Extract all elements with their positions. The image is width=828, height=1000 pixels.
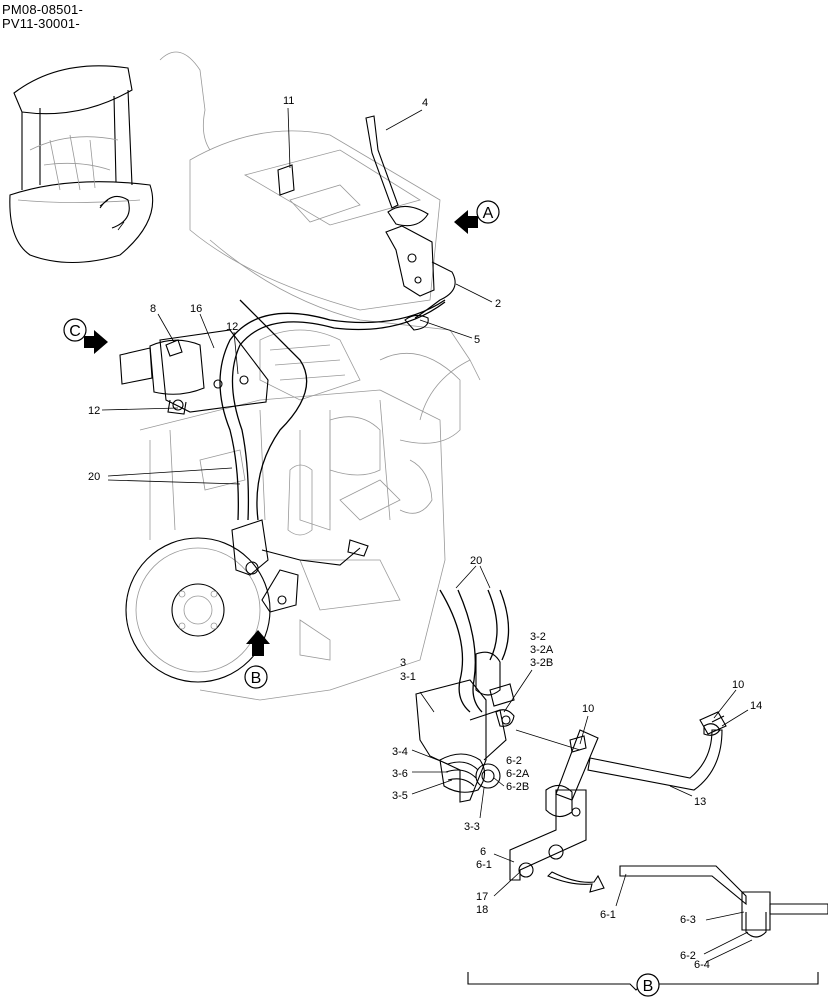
callout-12-top: 12 <box>226 321 238 333</box>
callout-16: 16 <box>190 303 202 315</box>
engine-illustration <box>125 329 461 701</box>
callout-3-2: 3-2 <box>530 631 546 643</box>
view-label-b: B <box>244 665 268 689</box>
callout-3-4: 3-4 <box>392 746 408 758</box>
callout-3-1: 3-1 <box>400 671 416 683</box>
svg-text:B: B <box>251 670 262 687</box>
callout-3-3: 3-3 <box>464 821 480 833</box>
view-arrow-c <box>84 330 108 354</box>
callout-13: 13 <box>694 796 706 808</box>
detail-b-subview-illustration <box>547 865 828 938</box>
callout-6-4: 6-4 <box>694 959 710 971</box>
leader-lines <box>101 107 753 963</box>
view-label-c: C <box>63 318 87 342</box>
callout-8: 8 <box>150 303 156 315</box>
callout-5: 5 <box>474 334 480 346</box>
callout-3-5: 3-5 <box>392 790 408 802</box>
callout-3-2A: 3-2A <box>530 644 554 656</box>
svg-text:B: B <box>643 978 654 995</box>
governor-linkage-illustration <box>231 519 369 613</box>
callout-12-left: 12 <box>88 405 100 417</box>
callout-6-2-detail: 6-2 <box>680 950 696 962</box>
solenoid-illustration <box>119 329 269 415</box>
detail-b-mechanism-illustration <box>415 589 727 881</box>
callout-17: 17 <box>476 891 488 903</box>
model-serial-range-1: PM08-08501- <box>2 2 83 17</box>
callout-4: 4 <box>422 97 428 109</box>
callout-6-2A: 6-2A <box>506 768 530 780</box>
callout-6-3: 6-3 <box>680 914 696 926</box>
callout-20-detail: 20 <box>470 555 482 567</box>
callout-11: 11 <box>283 95 294 107</box>
callout-3-2B: 3-2B <box>530 657 553 669</box>
view-label-b-detail: B <box>636 973 660 997</box>
svg-text:A: A <box>483 205 494 222</box>
callout-6: 6 <box>480 846 486 858</box>
view-arrow-a <box>454 210 478 234</box>
callout-10-b: 10 <box>732 679 744 691</box>
callout-14: 14 <box>750 700 762 712</box>
throttle-lever-illustration <box>365 115 456 319</box>
callout-3-6: 3-6 <box>392 768 408 780</box>
callout-6-2: 6-2 <box>506 755 522 767</box>
view-label-a: A <box>476 200 500 224</box>
callout-10-a: 10 <box>582 703 594 715</box>
callout-18: 18 <box>476 904 488 916</box>
svg-text:C: C <box>69 323 81 340</box>
model-serial-range-2: PV11-30001- <box>2 16 80 31</box>
control-console-illustration <box>159 51 481 421</box>
detail-b-brace <box>467 972 819 991</box>
callout-6-2B: 6-2B <box>506 781 529 793</box>
callout-6-1-detail: 6-1 <box>600 909 616 921</box>
callout-6-1: 6-1 <box>476 859 492 871</box>
throttle-cables-illustration <box>219 299 446 521</box>
callout-3: 3 <box>400 657 406 669</box>
view-arrow-b <box>246 630 270 656</box>
callout-2: 2 <box>495 298 501 310</box>
machine-overview-illustration <box>9 65 154 264</box>
callout-20-engine: 20 <box>88 471 100 483</box>
